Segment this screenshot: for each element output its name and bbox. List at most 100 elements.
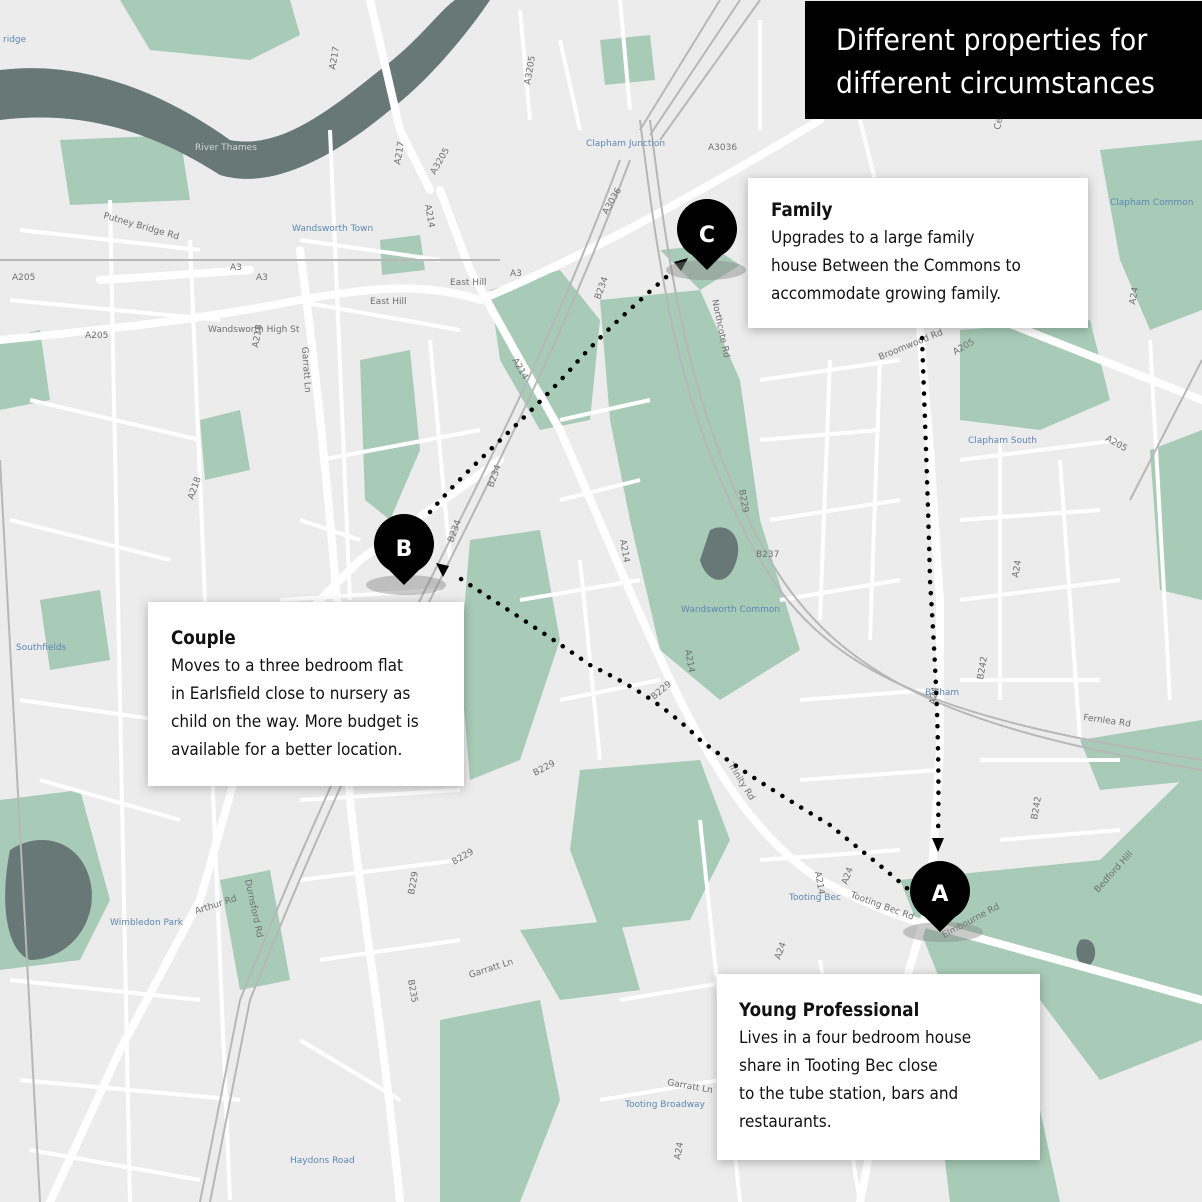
road-label-a205: A205	[85, 331, 108, 341]
marker-a-letter: A	[931, 882, 948, 907]
road-label-b229-5: B229	[736, 489, 750, 514]
road-label-a217: A217	[328, 46, 342, 71]
pond	[1076, 939, 1096, 966]
cemetery-park	[460, 530, 560, 780]
couple-heading: Couple	[171, 627, 236, 649]
road-label-a24-6: A24	[673, 1141, 686, 1160]
road-label-a3: A3	[256, 273, 268, 283]
route-a-to-b-arrow	[436, 563, 449, 577]
marker-b[interactable]: B	[366, 514, 446, 595]
couple-text-line: in Earlsfield close to nursery as	[171, 684, 411, 704]
road-label-a24-3: A24	[928, 686, 941, 705]
park	[120, 0, 300, 60]
road-label-b235: B235	[405, 979, 419, 1004]
route-a-to-b	[452, 572, 943, 921]
marker-a[interactable]: A	[903, 861, 983, 942]
road-label-a214-2: A214	[422, 204, 436, 229]
road-label-a205-2: A205	[12, 273, 35, 283]
road-label-a3-3: A3	[510, 269, 522, 279]
road-label-a214-3: A214	[617, 539, 631, 564]
road-label-a3036: A3036	[708, 143, 737, 153]
marker-a-shadow	[903, 922, 983, 942]
station-southfields[interactable]: Southfields	[16, 643, 67, 653]
road-a217	[366, 0, 434, 194]
title-box: Different properties for different circu…	[805, 1, 1202, 119]
couple-text-line: Moves to a three bedroom flat	[171, 656, 403, 676]
station-clapham-common[interactable]: Clapham Common	[1110, 198, 1193, 208]
streatham-cemetery-park	[570, 760, 730, 930]
road-label-b242: B242	[976, 656, 990, 681]
road-a3	[0, 284, 484, 344]
route-b-to-c-arrow	[674, 258, 688, 271]
station-tooting-bec[interactable]: Tooting Bec	[788, 893, 841, 903]
road-label-east-hill: East Hill	[370, 297, 407, 307]
road-label-a214-5: A214	[812, 871, 826, 896]
young-professional-heading: Young Professional	[739, 999, 920, 1021]
marker-c-letter: C	[699, 223, 715, 248]
road-a3-east	[476, 116, 824, 304]
young-professional-text-line: restaurants.	[739, 1112, 832, 1132]
road-label-a218: A218	[251, 324, 265, 349]
park	[220, 870, 290, 990]
marker-c[interactable]: C	[666, 199, 746, 280]
family-text-line: Upgrades to a large family	[771, 228, 975, 248]
road-label-a24-2: A24	[1011, 559, 1024, 578]
station-haydons-road[interactable]: Haydons Road	[290, 1156, 355, 1166]
marker-a-pin[interactable]	[910, 861, 971, 932]
park	[600, 35, 655, 85]
marker-c-pin[interactable]	[677, 199, 738, 270]
station-balham[interactable]: Balham	[925, 688, 959, 698]
road-label-b229-3: B229	[407, 871, 421, 896]
young-professional-text-line: Lives in a four bedroom house	[739, 1028, 972, 1048]
family-text-line: accommodate growing family.	[771, 284, 1002, 304]
park	[200, 410, 250, 480]
road-label-b237: B237	[756, 550, 779, 560]
family-card: Family Upgrades to a large family house …	[748, 178, 1088, 328]
clapham-common-park	[1100, 140, 1202, 330]
station-clapham-south[interactable]: Clapham South	[968, 436, 1037, 446]
road-tooting-bec	[946, 926, 1202, 1004]
park	[60, 135, 190, 205]
road-a214-trinity	[556, 426, 954, 934]
route-c-to-a-arrow	[932, 838, 944, 852]
station-wimbledon-park[interactable]: Wimbledon Park	[110, 918, 184, 928]
young-professional-text-line: to the tube station, bars and	[739, 1084, 959, 1104]
road-label-a214-4: A214	[682, 649, 696, 674]
couple-text-line: child on the way. More budget is	[171, 712, 419, 732]
marker-b-pin[interactable]	[374, 514, 435, 585]
park	[40, 590, 110, 670]
couple-text-line: available for a better location.	[171, 740, 403, 760]
king-georges-park	[360, 350, 420, 520]
road-a205	[996, 316, 1202, 404]
road-label-east-hill-2: East Hill	[450, 278, 487, 288]
road-label-wandsworth-high-st: Wandsworth High St	[208, 325, 300, 335]
road-label-b242-2: B242	[1030, 796, 1044, 821]
river-label: River Thames	[195, 143, 257, 153]
route-layer	[427, 258, 944, 921]
station-clapham-junction[interactable]: Clapham Junction	[586, 139, 665, 149]
road-label-a3-2: A3	[230, 263, 242, 273]
young-professional-text-line: share in Tooting Bec close	[739, 1056, 938, 1076]
park	[490, 270, 600, 430]
station-wandsworth-common[interactable]: Wandsworth Common	[681, 605, 780, 615]
tooting-common-park	[900, 760, 1202, 1080]
family-text-line: house Between the Commons to	[771, 256, 1021, 276]
station-partial-label: ridge	[3, 35, 27, 45]
road-label-garratt-ln: Garratt Ln	[299, 347, 312, 393]
road-a214	[436, 186, 564, 434]
marker-c-shadow	[666, 260, 746, 280]
station-tooting-broadway[interactable]: Tooting Broadway	[624, 1100, 706, 1110]
title-line-2: different circumstances	[836, 66, 1156, 100]
road-a205-west	[96, 266, 254, 284]
station-wandsworth-town[interactable]: Wandsworth Town	[292, 224, 373, 234]
road-label-a3205: A3205	[523, 55, 538, 85]
water-layer	[0, 0, 1096, 966]
road-label-a217-2: A217	[393, 141, 407, 166]
park	[0, 330, 50, 410]
title-line-1: Different properties for	[836, 23, 1148, 57]
road-label-a24: A24	[1128, 286, 1141, 305]
pond	[700, 527, 739, 580]
